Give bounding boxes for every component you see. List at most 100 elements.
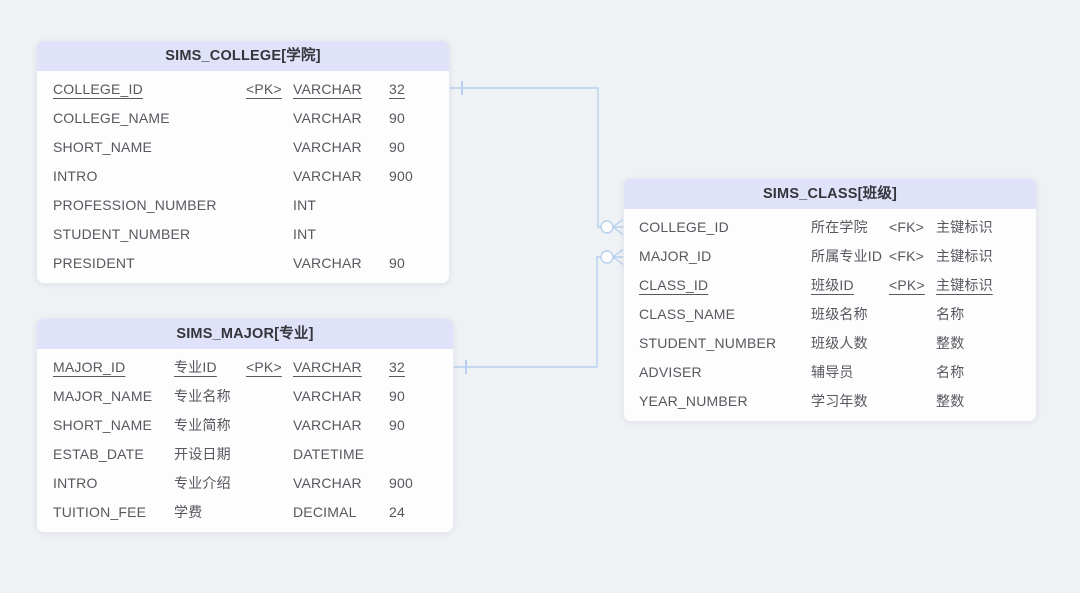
field-type: 名称: [936, 363, 965, 380]
entity-title: SIMS_COLLEGE[学院]: [37, 41, 449, 71]
field-type: DECIMAL: [293, 503, 357, 520]
field-comment: 专业名称: [174, 387, 231, 404]
field-row: INTRO VARCHAR 900: [37, 161, 449, 190]
field-name: TUITION_FEE: [53, 503, 147, 520]
field-name: MAJOR_NAME: [53, 387, 153, 404]
cardinality-many-crowfoot: [612, 248, 624, 266]
field-key: <FK>: [889, 218, 925, 235]
field-type: DATETIME: [293, 445, 365, 462]
field-row: TUITION_FEE 学费 DECIMAL 24: [37, 497, 453, 526]
field-type: VARCHAR: [293, 138, 362, 155]
field-key: <PK>: [246, 358, 282, 375]
field-size: 90: [389, 138, 405, 155]
field-comment: 开设日期: [174, 445, 231, 462]
field-name: CLASS_NAME: [639, 305, 736, 322]
field-type: VARCHAR: [293, 109, 362, 126]
field-comment: 学习年数: [811, 392, 868, 409]
entity-title: SIMS_CLASS[班级]: [624, 179, 1036, 209]
field-name: ESTAB_DATE: [53, 445, 144, 462]
field-type: INT: [293, 225, 317, 242]
relation-path: [454, 256, 601, 368]
field-name: COLLEGE_ID: [639, 218, 729, 235]
field-row: MAJOR_NAME 专业名称 VARCHAR 90: [37, 381, 453, 410]
field-row: STUDENT_NUMBER 班级人数 整数: [624, 328, 1036, 357]
field-size: 900: [389, 167, 413, 184]
field-row: PROFESSION_NUMBER INT: [37, 190, 449, 219]
cardinality-zero-circle: [600, 250, 614, 264]
field-row: SHORT_NAME VARCHAR 90: [37, 132, 449, 161]
field-name: STUDENT_NUMBER: [53, 225, 191, 242]
field-size: 24: [389, 503, 405, 520]
field-comment: 专业简称: [174, 416, 231, 433]
field-type: 主键标识: [936, 247, 993, 264]
field-name: MAJOR_ID: [53, 358, 126, 375]
field-size: 32: [389, 358, 405, 375]
field-size: 90: [389, 254, 405, 271]
field-name: STUDENT_NUMBER: [639, 334, 777, 351]
entity-sims-major[interactable]: SIMS_MAJOR[专业] MAJOR_ID 专业ID <PK> VARCHAR 32…: [36, 318, 454, 533]
field-name: COLLEGE_ID: [53, 80, 143, 97]
field-size: 90: [389, 387, 405, 404]
field-type: VARCHAR: [293, 167, 362, 184]
relation-college-to-class[interactable]: [450, 81, 624, 236]
field-name: PRESIDENT: [53, 254, 135, 271]
field-name: PROFESSION_NUMBER: [53, 196, 217, 213]
field-type: INT: [293, 196, 317, 213]
field-comment: 辅导员: [811, 363, 854, 380]
field-row-primary-key: MAJOR_ID 专业ID <PK> VARCHAR 32: [37, 352, 453, 381]
field-comment: 专业ID: [174, 358, 217, 375]
relation-major-to-class[interactable]: [454, 248, 624, 375]
field-comment: 学费: [174, 503, 203, 520]
cardinality-many-crowfoot: [612, 218, 624, 236]
field-type: VARCHAR: [293, 80, 362, 97]
field-type: 主键标识: [936, 218, 993, 235]
field-row: STUDENT_NUMBER INT: [37, 219, 449, 248]
cardinality-zero-circle: [600, 220, 614, 234]
relation-path: [450, 87, 601, 228]
field-comment: 班级ID: [811, 276, 854, 293]
field-type: 整数: [936, 392, 965, 409]
field-row: SHORT_NAME 专业简称 VARCHAR 90: [37, 410, 453, 439]
field-name: SHORT_NAME: [53, 138, 152, 155]
field-key: <PK>: [246, 80, 282, 97]
field-size: 90: [389, 416, 405, 433]
field-comment: 班级名称: [811, 305, 868, 322]
field-comment: 所属专业ID: [811, 247, 883, 264]
field-type: VARCHAR: [293, 387, 362, 404]
field-name: YEAR_NUMBER: [639, 392, 748, 409]
field-name: INTRO: [53, 474, 98, 491]
field-comment: 所在学院: [811, 218, 868, 235]
field-row: YEAR_NUMBER 学习年数 整数: [624, 386, 1036, 415]
field-type: VARCHAR: [293, 474, 362, 491]
field-row: CLASS_NAME 班级名称 名称: [624, 299, 1036, 328]
field-key: <PK>: [889, 276, 925, 293]
field-row-primary-key: COLLEGE_ID <PK> VARCHAR 32: [37, 74, 449, 103]
field-name: COLLEGE_NAME: [53, 109, 170, 126]
field-row: ESTAB_DATE 开设日期 DATETIME: [37, 439, 453, 468]
field-size: 32: [389, 80, 405, 97]
field-comment: 专业介绍: [174, 474, 231, 491]
field-name: CLASS_ID: [639, 276, 709, 293]
field-name: SHORT_NAME: [53, 416, 152, 433]
field-comment: 班级人数: [811, 334, 868, 351]
entity-sims-college[interactable]: SIMS_COLLEGE[学院] COLLEGE_ID <PK> VARCHAR 32…: [36, 40, 450, 284]
field-type: 名称: [936, 305, 965, 322]
entity-title: SIMS_MAJOR[专业]: [37, 319, 453, 349]
entity-field-list: COLLEGE_ID 所在学院 <FK> 主键标识 MAJOR_ID 所属专业ID <FK>…: [624, 209, 1036, 421]
field-row: COLLEGE_ID 所在学院 <FK> 主键标识: [624, 212, 1036, 241]
field-name: MAJOR_ID: [639, 247, 712, 264]
field-type: 整数: [936, 334, 965, 351]
field-type: VARCHAR: [293, 254, 362, 271]
entity-sims-class[interactable]: SIMS_CLASS[班级] COLLEGE_ID 所在学院 <FK> 主键标识 MAJ…: [623, 178, 1037, 422]
field-name: INTRO: [53, 167, 98, 184]
field-type: VARCHAR: [293, 358, 362, 375]
field-type: VARCHAR: [293, 416, 362, 433]
